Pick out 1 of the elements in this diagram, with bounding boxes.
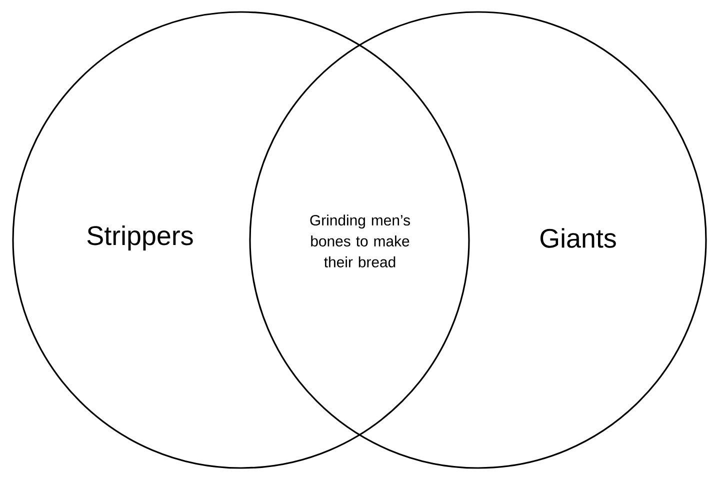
overlap-label: Grinding men’s bones to make their bread xyxy=(310,214,410,268)
